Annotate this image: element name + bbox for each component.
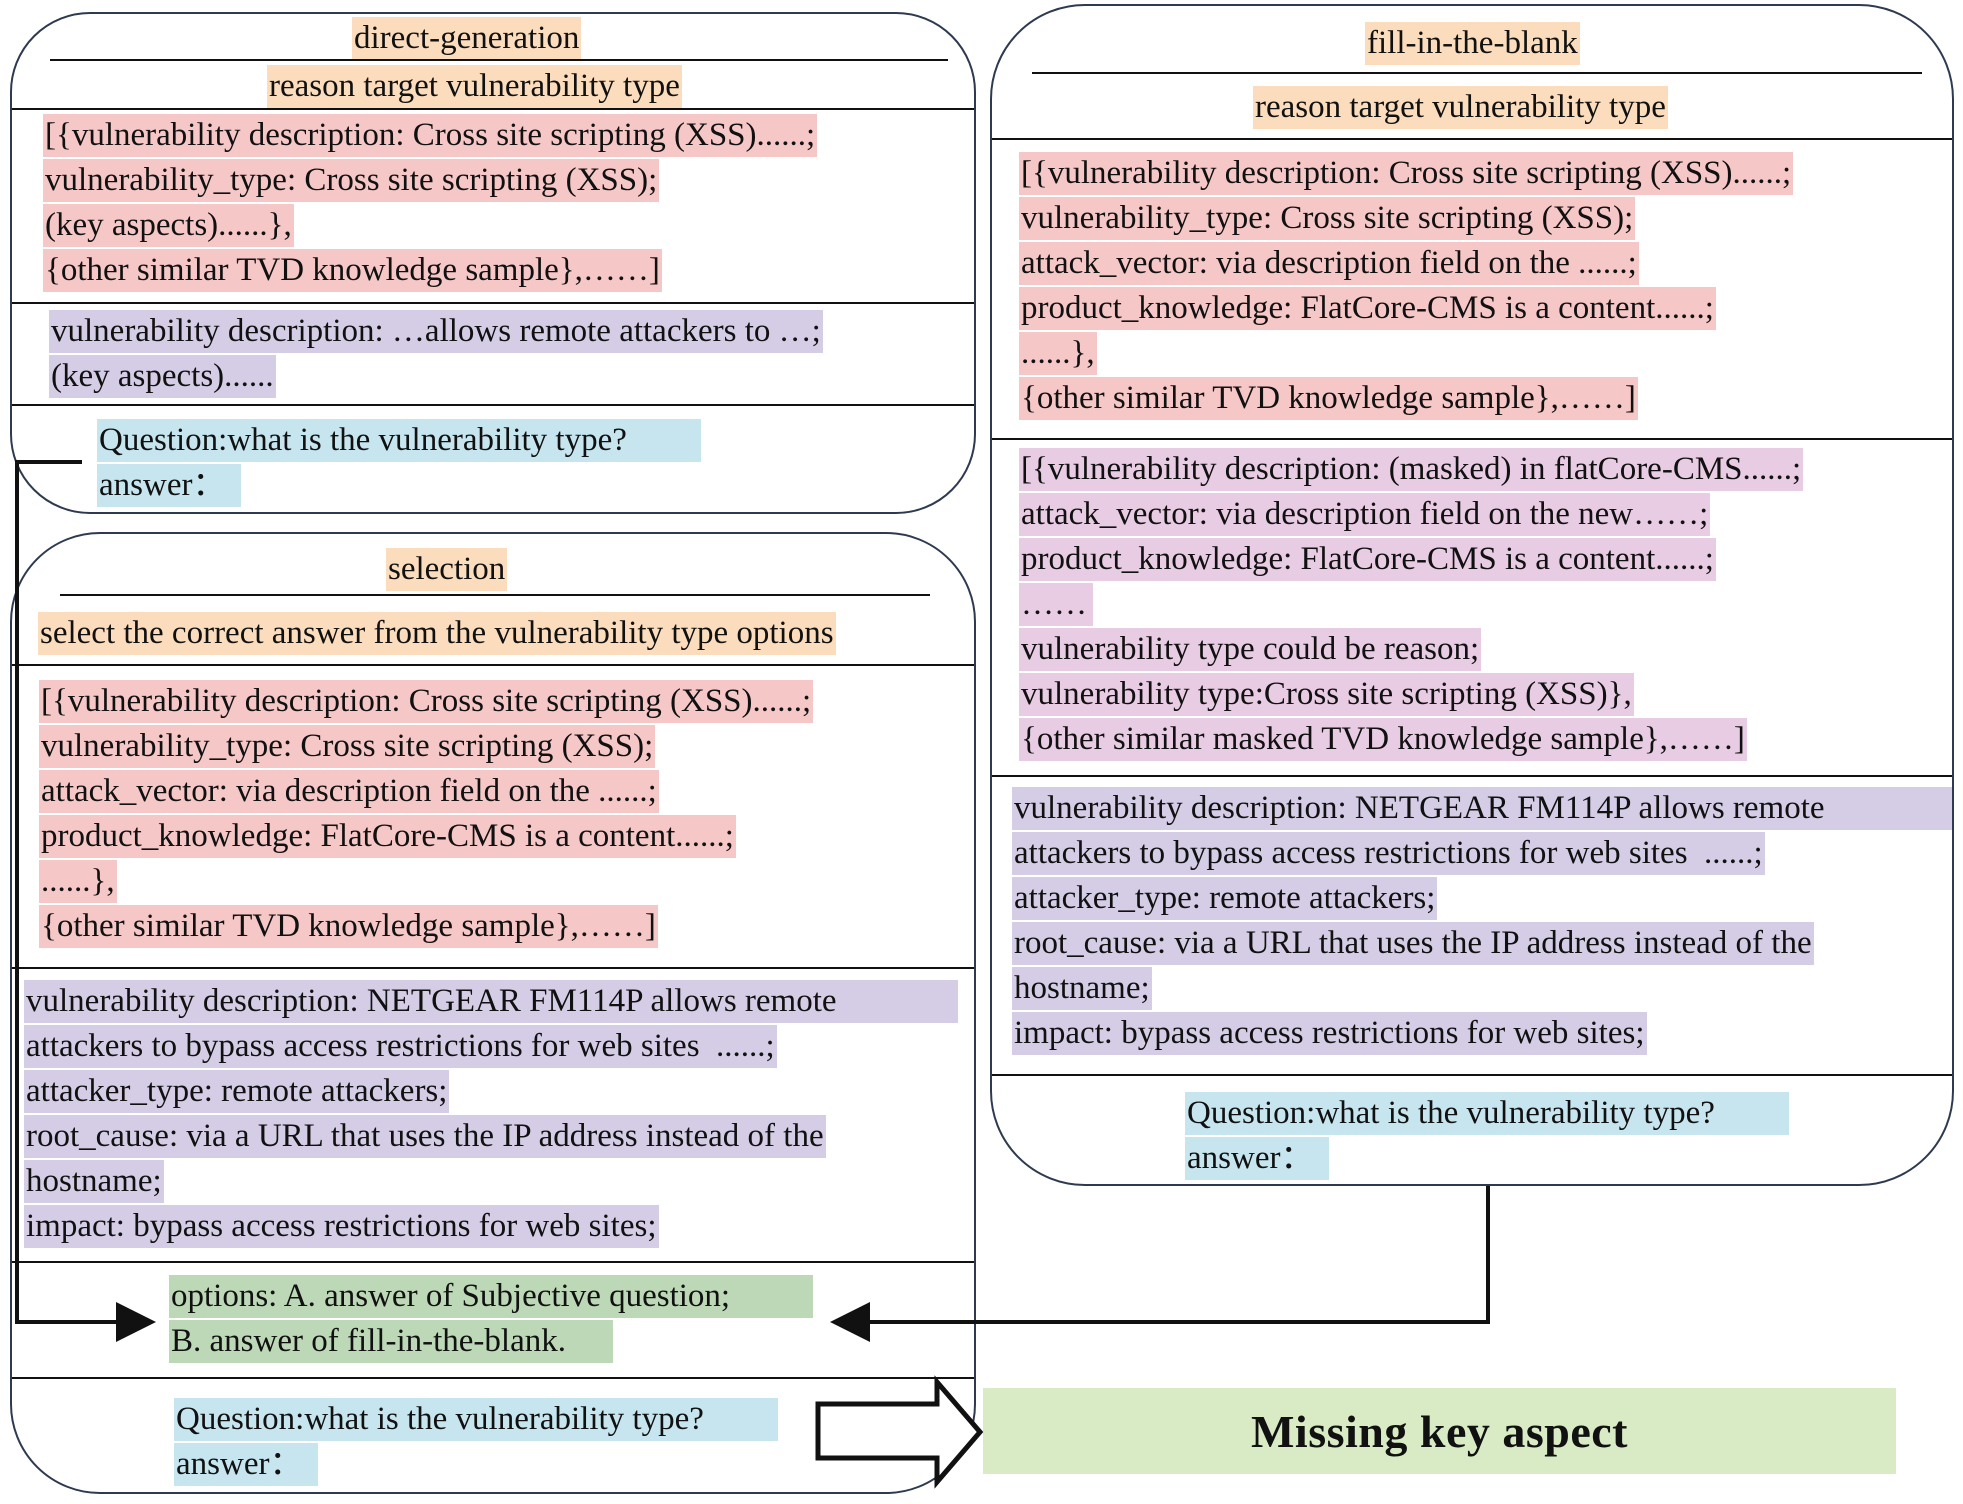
divider — [12, 1377, 974, 1379]
masked-line: vulnerability type could be reason; — [1019, 628, 1482, 671]
knowledge-line: product_knowledge: FlatCore-CMS is a con… — [39, 815, 736, 858]
divider — [992, 138, 1952, 140]
divider — [1032, 72, 1922, 74]
options-line: B. answer of fill-in-the-blank. — [169, 1320, 613, 1363]
divider — [12, 967, 974, 969]
divider — [992, 1074, 1952, 1076]
question-text: Question:what is the vulnerability type? — [174, 1398, 778, 1441]
knowledge-line: attack_vector: via description field on … — [39, 770, 659, 813]
knowledge-line: [{vulnerability description: Cross site … — [39, 680, 814, 723]
target-line: attacker_type: remote attackers; — [24, 1070, 450, 1113]
divider — [992, 775, 1952, 777]
selection-title: selection — [386, 548, 508, 591]
knowledge-line: {other similar TVD knowledge sample},……] — [43, 249, 662, 292]
knowledge-line: ......}, — [1019, 332, 1097, 375]
target-line: attackers to bypass access restrictions … — [24, 1025, 777, 1068]
target-line: attackers to bypass access restrictions … — [1012, 832, 1765, 875]
masked-line: product_knowledge: FlatCore-CMS is a con… — [1019, 538, 1716, 581]
fill-in-the-blank-panel: fill-in-the-blank reason target vulnerab… — [990, 4, 1954, 1186]
target-line: vulnerability description: NETGEAR FM114… — [1012, 787, 1952, 830]
knowledge-line: {other similar TVD knowledge sample},……] — [39, 905, 658, 948]
knowledge-line: attack_vector: via description field on … — [1019, 242, 1639, 285]
masked-line: {other similar masked TVD knowledge samp… — [1019, 718, 1747, 761]
knowledge-line: [{vulnerability description: Cross site … — [43, 114, 818, 157]
knowledge-line: (key aspects)......}, — [43, 204, 294, 247]
target-line: attacker_type: remote attackers; — [1012, 877, 1438, 920]
divider — [992, 438, 1952, 440]
direct-generation-panel: direct-generation reason target vulnerab… — [10, 12, 976, 514]
question-text: Question:what is the vulnerability type? — [1185, 1092, 1789, 1135]
masked-line: vulnerability type:Cross site scripting … — [1019, 673, 1634, 716]
target-line: hostname; — [1012, 967, 1152, 1010]
masked-line: attack_vector: via description field on … — [1019, 493, 1711, 536]
divider — [12, 404, 974, 406]
question-text: Question:what is the vulnerability type? — [97, 419, 701, 462]
divider — [12, 108, 974, 110]
knowledge-line: vulnerability_type: Cross site scripting… — [43, 159, 660, 202]
target-line: root_cause: via a URL that uses the IP a… — [24, 1115, 826, 1158]
fill-title: fill-in-the-blank — [1365, 22, 1580, 65]
divider — [12, 302, 974, 304]
direct-subtitle: reason target vulnerability type — [267, 65, 682, 108]
options-line: options: A. answer of Subjective questio… — [169, 1275, 813, 1318]
answer-text: answer： — [174, 1443, 318, 1486]
target-line: hostname; — [24, 1160, 164, 1203]
divider — [12, 1261, 974, 1263]
result-box: Missing key aspect — [983, 1388, 1896, 1474]
selection-panel: selection select the correct answer from… — [10, 532, 976, 1494]
selection-subtitle: select the correct answer from the vulne… — [38, 612, 836, 655]
masked-line: [{vulnerability description: (masked) in… — [1019, 448, 1804, 491]
answer-text: answer： — [1185, 1137, 1329, 1180]
knowledge-line: vulnerability_type: Cross site scripting… — [1019, 197, 1636, 240]
masked-line: …… — [1019, 583, 1093, 626]
knowledge-line: product_knowledge: FlatCore-CMS is a con… — [1019, 287, 1716, 330]
answer-text: answer： — [97, 464, 241, 507]
target-line: impact: bypass access restrictions for w… — [24, 1205, 659, 1248]
fill-subtitle: reason target vulnerability type — [1253, 86, 1668, 129]
divider — [60, 594, 930, 596]
target-line: root_cause: via a URL that uses the IP a… — [1012, 922, 1814, 965]
divider — [50, 59, 948, 61]
target-line: vulnerability description: …allows remot… — [49, 310, 823, 353]
target-line: impact: bypass access restrictions for w… — [1012, 1012, 1647, 1055]
target-line: vulnerability description: NETGEAR FM114… — [24, 980, 958, 1023]
knowledge-line: vulnerability_type: Cross site scripting… — [39, 725, 656, 768]
direct-title: direct-generation — [352, 17, 582, 60]
knowledge-line: {other similar TVD knowledge sample},……] — [1019, 377, 1638, 420]
knowledge-line: ......}, — [39, 860, 117, 903]
divider — [12, 664, 974, 666]
target-line: (key aspects)...... — [49, 355, 276, 398]
knowledge-line: [{vulnerability description: Cross site … — [1019, 152, 1794, 195]
